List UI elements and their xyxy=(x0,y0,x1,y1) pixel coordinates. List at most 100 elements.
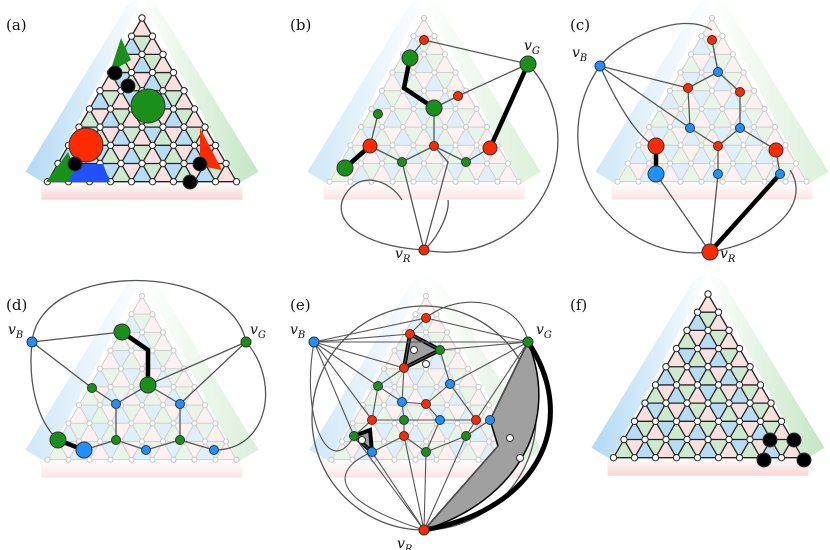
inner-vertex xyxy=(485,415,495,425)
cell xyxy=(718,384,740,404)
lattice-node xyxy=(106,141,115,150)
lattice-node xyxy=(441,124,449,131)
cell xyxy=(708,366,729,385)
cell xyxy=(373,423,395,442)
cell xyxy=(394,386,416,406)
grid-line xyxy=(329,17,425,182)
cell xyxy=(371,163,393,182)
edge xyxy=(449,383,477,421)
cell xyxy=(676,403,698,422)
lattice-node xyxy=(222,159,230,168)
lattice-node xyxy=(85,105,94,113)
cell xyxy=(121,127,142,146)
cell xyxy=(100,163,121,182)
lattice-node xyxy=(378,124,386,131)
lattice-node xyxy=(380,402,388,409)
lattice-node xyxy=(159,365,167,372)
edge xyxy=(655,173,711,253)
cell xyxy=(750,403,771,422)
edge xyxy=(115,439,147,451)
cell xyxy=(722,163,744,182)
cell xyxy=(750,384,771,404)
edge xyxy=(179,341,247,405)
cell xyxy=(131,145,153,164)
lattice-node xyxy=(693,308,702,316)
lattice-node xyxy=(485,438,493,445)
edge xyxy=(31,331,123,343)
cell xyxy=(687,366,708,385)
cell xyxy=(634,439,656,458)
cell xyxy=(121,423,142,442)
lattice-node xyxy=(708,160,716,167)
edge xyxy=(425,419,441,453)
cell xyxy=(392,145,414,164)
cell xyxy=(659,127,681,146)
black-node xyxy=(192,156,208,172)
grid-line xyxy=(371,54,446,182)
lattice-node xyxy=(473,105,480,113)
cell xyxy=(426,314,447,333)
cell xyxy=(110,441,132,460)
cell xyxy=(764,127,786,146)
top-arc xyxy=(31,280,247,343)
cell xyxy=(718,403,740,422)
vertex-vG xyxy=(240,336,252,348)
cell xyxy=(434,145,456,164)
lattice-node xyxy=(128,347,135,354)
cell xyxy=(455,90,477,109)
curve xyxy=(30,341,59,441)
cell xyxy=(676,384,698,404)
cell xyxy=(659,108,681,128)
lattice-node xyxy=(630,417,639,426)
cell xyxy=(708,421,729,440)
white-dot xyxy=(410,346,418,354)
cell xyxy=(634,403,656,422)
cell xyxy=(110,145,132,164)
cell xyxy=(497,163,519,182)
lattice-node xyxy=(180,159,188,168)
cell xyxy=(729,366,750,385)
cell xyxy=(163,108,184,128)
lattice-node xyxy=(127,141,136,150)
lattice-node xyxy=(148,141,157,150)
cell xyxy=(457,368,479,387)
panel-b xyxy=(307,0,559,256)
grid-line xyxy=(413,90,467,182)
cell xyxy=(371,127,393,146)
lattice-node xyxy=(399,124,407,131)
lattice-node xyxy=(107,420,114,427)
lattice-node xyxy=(389,69,396,76)
cell xyxy=(722,72,744,91)
blue-band xyxy=(25,274,144,462)
lattice-node xyxy=(96,438,104,445)
lattice-node xyxy=(651,417,660,426)
cell xyxy=(701,36,723,55)
green-region xyxy=(110,38,131,72)
curve xyxy=(599,22,713,67)
inner-vertex xyxy=(421,447,431,457)
red-vertex-large xyxy=(68,127,104,163)
cell xyxy=(457,441,479,460)
cell xyxy=(424,72,445,91)
lattice-node xyxy=(666,87,674,94)
cell xyxy=(131,332,153,351)
inner-vertex xyxy=(397,397,407,407)
label-vB-d: vB xyxy=(8,322,23,341)
cell xyxy=(403,108,424,128)
cell xyxy=(382,127,403,146)
cell xyxy=(680,90,702,109)
cell xyxy=(173,127,195,146)
cell xyxy=(163,72,184,91)
cell xyxy=(405,368,426,387)
cell xyxy=(163,127,184,146)
cell xyxy=(426,386,447,406)
curve xyxy=(213,341,267,451)
cell xyxy=(152,332,174,351)
lattice-node xyxy=(782,178,789,185)
panel-label-d: (d) xyxy=(6,296,27,314)
lattice-node xyxy=(729,124,737,131)
lattice-node xyxy=(378,87,386,94)
cell xyxy=(424,54,445,73)
cell xyxy=(415,386,437,406)
lattice-node xyxy=(391,456,398,463)
